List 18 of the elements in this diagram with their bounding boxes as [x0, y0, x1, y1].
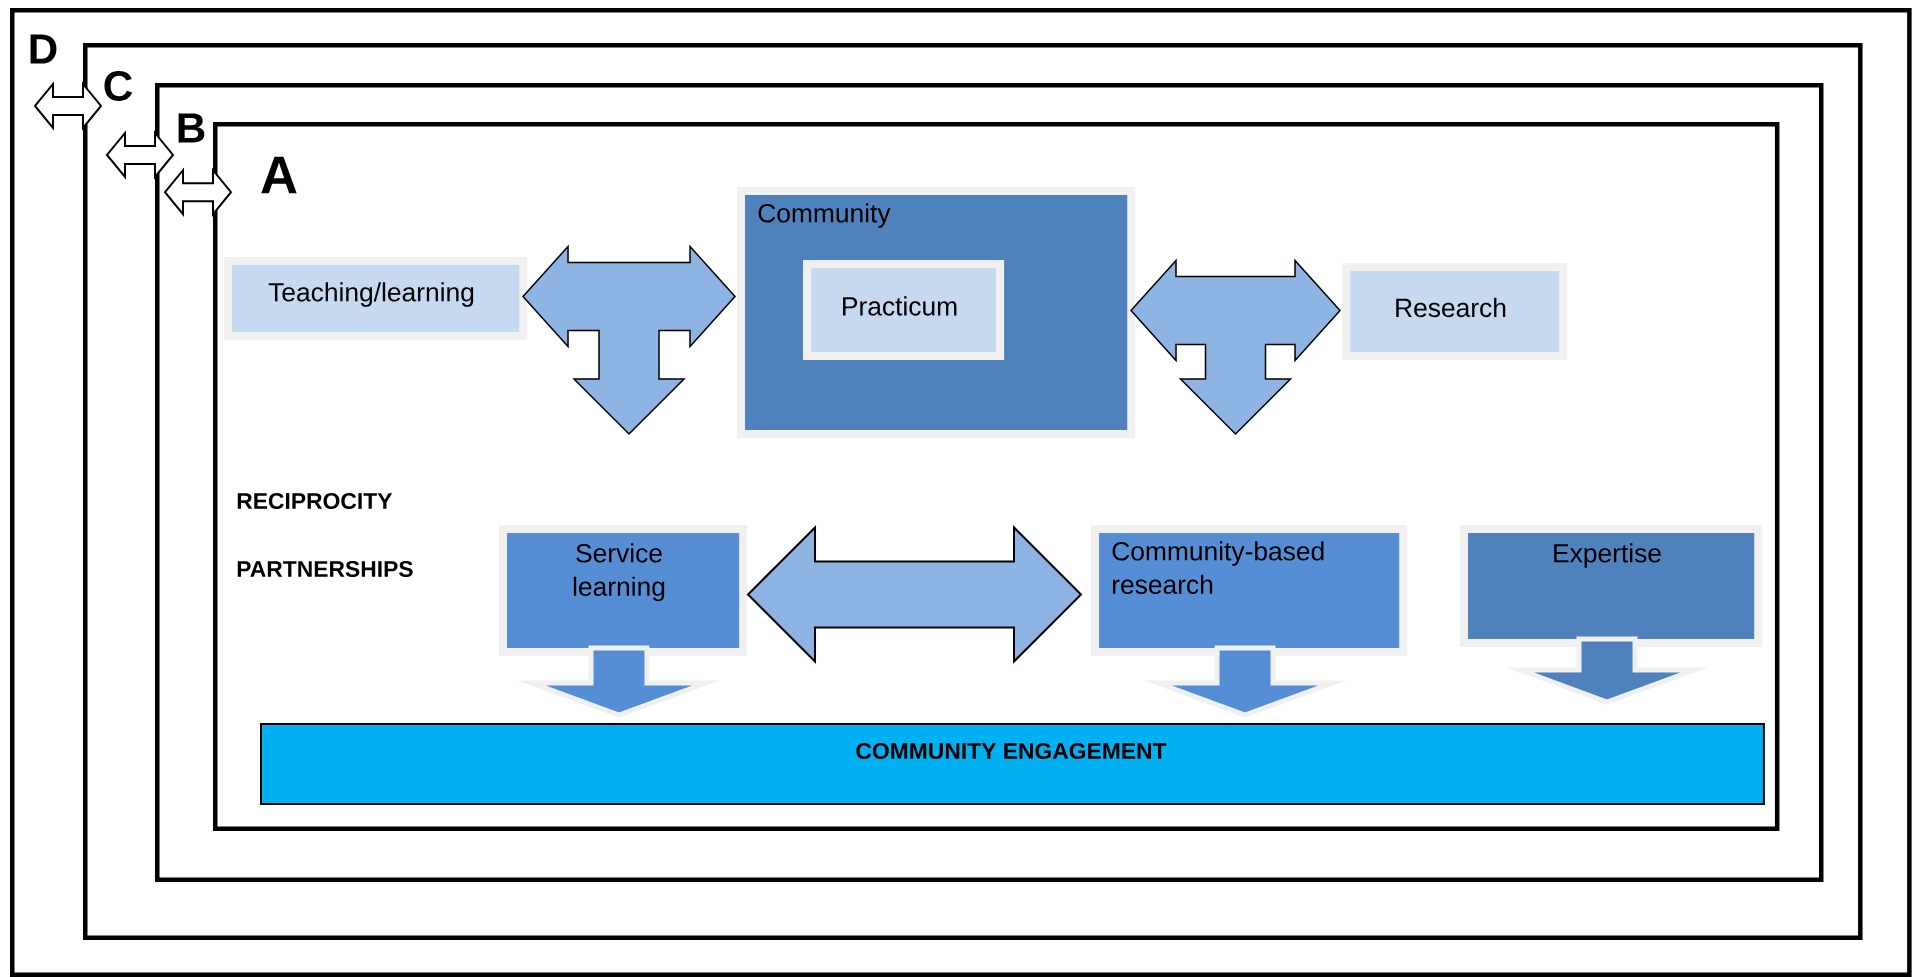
side-label: RECIPROCITY — [237, 492, 393, 510]
callout-box: Service learning — [499, 525, 748, 657]
frame-label: A — [261, 156, 297, 194]
box: Teaching/learning — [224, 257, 528, 341]
down-arrow — [1144, 645, 1347, 718]
down-arrow — [518, 645, 721, 718]
box: Research — [1342, 263, 1568, 361]
t-arrow — [522, 244, 736, 436]
bar: COMMUNITY ENGAGEMENT — [260, 723, 1765, 806]
frame-label: C — [104, 71, 133, 101]
t-arrow — [1130, 258, 1342, 436]
frame-label: D — [30, 34, 57, 64]
callout-box: Expertise — [1460, 525, 1763, 648]
frame-label: B — [178, 113, 205, 143]
callout-box: Community-based research — [1091, 525, 1408, 657]
box: Practicum — [803, 260, 1005, 361]
side-label: PARTNERSHIPS — [237, 560, 413, 578]
down-arrow — [1505, 636, 1709, 705]
